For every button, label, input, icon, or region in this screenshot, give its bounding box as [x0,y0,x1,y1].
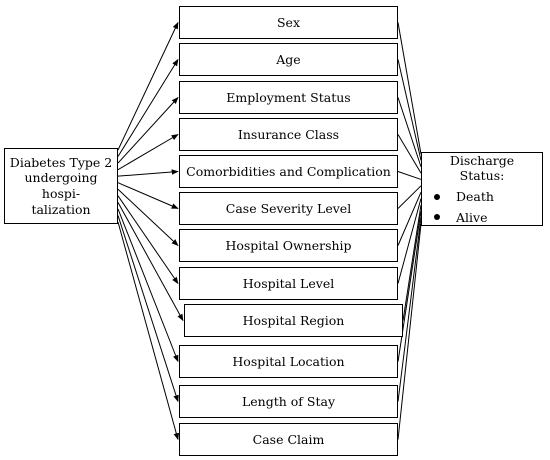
source-line-3: talization [31,201,91,217]
line-to-outcome [397,185,422,209]
factor-box-insurance-class: Insurance Class [179,118,398,151]
factor-label-insurance-class: Insurance Class [237,126,340,142]
factor-box-employment-status: Employment Status [179,81,398,114]
arrow-to-factor [117,221,180,441]
line-to-outcome [397,217,422,402]
factor-label-length-of-stay: Length of Stay [241,393,336,409]
outcome-label-alive: Alive [456,209,488,225]
arrow-to-factor [117,96,179,164]
arrow-to-factor [117,21,179,151]
factor-box-case-claim: Case Claim [179,423,398,456]
source-line-2: undergoing hospi- [24,170,98,201]
arrow-to-factor [117,169,179,177]
factor-label-sex: Sex [276,14,300,30]
arrow-to-factor [117,134,179,171]
factor-box-sex: Sex [179,6,398,39]
line-to-outcome [397,191,422,246]
line-to-outcome [402,204,422,321]
outcome-box: Discharge Status: Death Alive [421,152,543,226]
line-to-outcome [397,134,422,174]
outcome-list: Death Alive [426,184,538,225]
factor-label-hospital-region: Hospital Region [242,312,345,328]
factor-label-case-claim: Case Claim [252,431,325,447]
factor-box-comorbidities: Comorbidities and Complication [179,155,398,188]
line-to-outcome [397,97,422,167]
arrow-to-factor [117,208,179,363]
factor-box-case-severity: Case Severity Level [179,192,398,225]
factor-box-hospital-region: Hospital Region [184,304,403,337]
factor-box-hospital-level: Hospital Level [179,267,398,300]
arrow-to-factor [117,188,179,246]
factor-box-age: Age [179,43,398,76]
line-to-outcome [397,198,422,284]
factor-label-hospital-ownership: Hospital Ownership [225,237,352,253]
outcome-item-alive: Alive [426,210,538,226]
outcome-item-death: Death [426,189,538,205]
factor-box-hospital-ownership: Hospital Ownership [179,229,398,262]
factor-label-hospital-location: Hospital Location [232,353,345,369]
line-to-outcome [397,211,422,362]
line-to-outcome [397,22,422,155]
factor-label-case-severity: Case Severity Level [225,200,352,216]
bullet-icon [434,193,440,200]
factor-label-employment-status: Employment Status [226,89,351,105]
arrow-to-factor [117,58,179,157]
arrow-to-factor [117,202,184,322]
line-to-outcome [397,223,422,440]
arrow-to-factor [117,182,179,209]
source-line-1: Diabetes Type 2 [9,154,113,170]
factor-box-hospital-location: Hospital Location [179,345,398,378]
factor-label-hospital-level: Hospital Level [242,275,335,291]
outcome-title: Discharge Status: [449,152,515,184]
line-to-outcome [397,171,422,180]
arrow-to-factor [117,215,179,403]
line-to-outcome [397,59,422,161]
factor-label-comorbidities: Comorbidities and Complication [186,163,391,179]
bullet-icon [434,214,440,221]
factor-box-length-of-stay: Length of Stay [179,385,398,418]
arrow-to-factor [117,195,179,285]
outcome-label-death: Death [456,189,494,204]
source-population-box: Diabetes Type 2 undergoing hospi- taliza… [4,148,118,224]
factor-label-age: Age [276,51,301,67]
